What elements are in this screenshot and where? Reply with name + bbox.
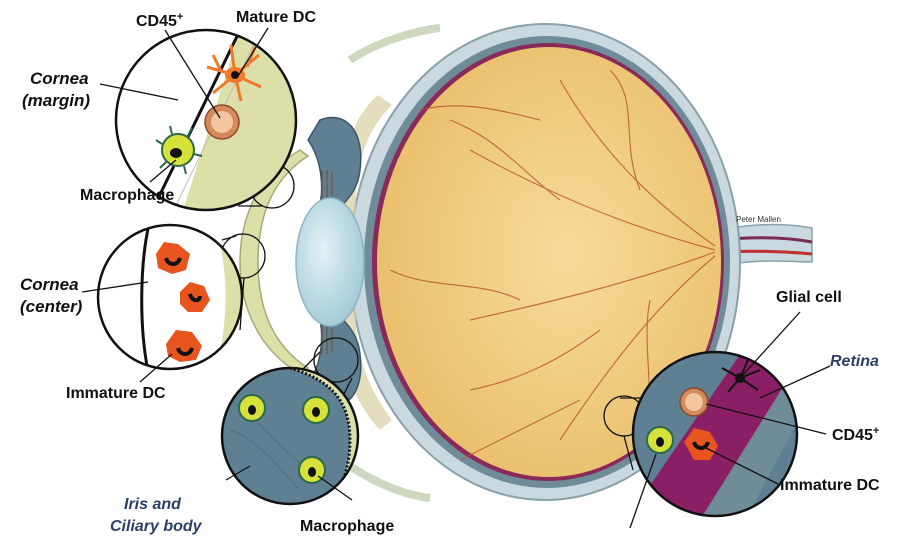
label-iris-line2: Ciliary body (110, 518, 203, 535)
label-immature-dc-right: Immature DC (780, 477, 880, 494)
label-mature-dc: Mature DC (236, 9, 316, 26)
label-immature-dc-left: Immature DC (66, 385, 166, 402)
label-cornea-center-line1: Cornea (20, 275, 79, 294)
zoom-cornea-center (98, 220, 260, 380)
lens (296, 198, 364, 326)
label-retina: Retina (830, 353, 879, 370)
retina-macrophage-cell (647, 427, 673, 453)
label-cd45-right: CD45+ (832, 425, 879, 444)
label-cornea-center-line2: (center) (20, 297, 83, 316)
label-cornea-margin-line1: Cornea (30, 69, 89, 88)
artist-signature: Peter Mallen (736, 215, 781, 224)
label-macrophage-bottom: Macrophage (300, 518, 394, 535)
label-glial-cell: Glial cell (776, 289, 842, 306)
label-iris-line1: Iris and (124, 496, 182, 513)
label-macrophage-top: Macrophage (80, 187, 174, 204)
label-cd45-top: CD45+ (136, 11, 183, 30)
label-cornea-margin-line2: (margin) (22, 91, 90, 110)
cd45-cell (205, 105, 239, 139)
